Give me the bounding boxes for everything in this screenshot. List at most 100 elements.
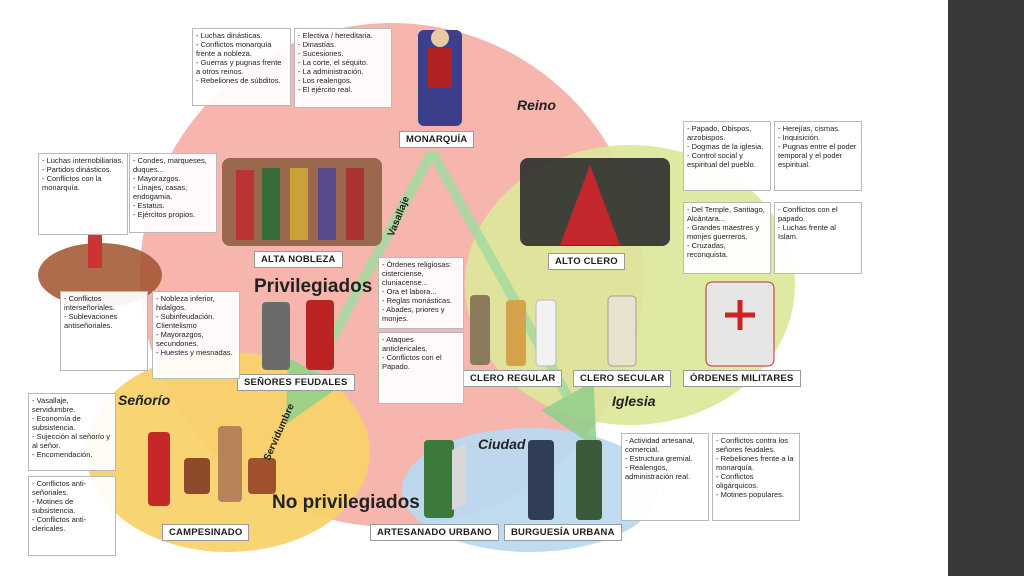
info-box-ciudad-traits: - Actividad artesanal, comercial.- Estru… xyxy=(621,433,709,521)
privilegiados-heading: Privilegiados xyxy=(254,276,373,297)
group-label-clero-secular: CLERO SECULAR xyxy=(573,370,672,387)
info-line: - Conflictos con el papado. xyxy=(778,205,838,223)
info-line: - Subinfeudación. xyxy=(156,312,215,321)
no-privilegiados-heading: No privilegiados xyxy=(272,492,420,513)
info-line: - Abades, priores y monjes. xyxy=(382,305,445,323)
info-box-monarquia-conflicts: - Luchas dinásticas.- Conflictos monarqu… xyxy=(192,28,291,106)
region-senorio-label: Señorío xyxy=(118,392,171,408)
info-line: - Dogmas de la iglesia. xyxy=(687,142,764,151)
region-reino-label: Reino xyxy=(517,97,556,113)
info-box-ordenes-traits: - Del Temple, Santiago, Alcántara...- Gr… xyxy=(683,202,771,274)
info-line: - Conflictos oligárquicos. xyxy=(716,472,759,490)
peasant-figures xyxy=(148,426,276,506)
clergy-figures xyxy=(520,158,670,246)
military-orders-figures xyxy=(705,281,775,367)
info-line: - Conflictos con la monarquía. xyxy=(42,174,102,192)
info-line: - Herejías, cismas. xyxy=(778,124,841,133)
group-label-alta-nobleza: ALTA NOBLEZA xyxy=(254,251,343,268)
info-line: - La administración. xyxy=(298,67,364,76)
artisan-figure xyxy=(424,440,466,518)
info-line: - Economía de subsistencia. xyxy=(32,414,81,432)
info-line: - Conflictos contra los señores feudales… xyxy=(716,436,789,454)
info-line: - Mayorazgos, secundones. xyxy=(156,330,204,348)
feudal-lords-figures xyxy=(262,300,334,370)
info-line: - Partidos dinásticos. xyxy=(42,165,112,174)
info-line: - Sujección al señorío y al señor. xyxy=(32,432,110,450)
group-label-burguesia-urbana: BURGUESÍA URBANA xyxy=(504,524,622,541)
info-box-campesinado-traits: - Vasallaje, servidumbre.- Economía de s… xyxy=(28,393,116,471)
info-line: - Rebeliones frente a la monarquía. xyxy=(716,454,794,472)
group-label-alto-clero: ALTO CLERO xyxy=(548,253,625,270)
info-line: - Sucesiones. xyxy=(298,49,344,58)
info-line: - Huestes y mesnadas. xyxy=(156,348,233,357)
nobility-figures xyxy=(222,158,382,246)
info-line: - Realengos, administración real. xyxy=(625,463,691,481)
info-box-ordenes-conflicts: - Conflictos con el papado.- Luchas fren… xyxy=(774,202,862,274)
info-line: - La corte, el séquito. xyxy=(298,58,369,67)
info-line: - Órdenes religiosas: cisterciense, clun… xyxy=(382,260,452,287)
info-line: - Luchas frente al Islam. xyxy=(778,223,836,241)
info-line: - Ejércitos propios. xyxy=(133,210,196,219)
info-line: - Conflictos interseñoriales. xyxy=(64,294,115,312)
info-line: - Sublevaciones antiseñoriales. xyxy=(64,312,118,330)
info-line: - Nobleza inferior, hidalgos. xyxy=(156,294,215,312)
info-box-campesinado-conflicts: - Conflictos anti-señoriales.- Motines d… xyxy=(28,476,116,556)
info-box-regular-conflicts: - Ataques anticlericales.- Conflictos co… xyxy=(378,332,464,404)
info-line: - Luchas dinásticas. xyxy=(196,31,263,40)
info-line: - Cruzadas, reconquista. xyxy=(687,241,728,259)
info-line: - Ora et labora... xyxy=(382,287,437,296)
info-line: - Ataques anticlericales. xyxy=(382,335,428,353)
info-line: - Mayorazgos. xyxy=(133,174,181,183)
info-line: - Conflictos con el Papado. xyxy=(382,353,442,371)
info-line: - El ejército real. xyxy=(298,85,353,94)
group-label-campesinado: CAMPESINADO xyxy=(162,524,250,541)
info-line: Clientelismo xyxy=(156,321,197,330)
info-line: - Guerras y pugnas frente a otros reinos… xyxy=(196,58,282,76)
group-label-ordenes-militares: ÓRDENES MILITARES xyxy=(683,370,801,387)
regular-clergy-figures xyxy=(470,295,557,367)
info-line: - Inquisición. xyxy=(778,133,821,142)
group-label-senores-feudales: SEÑORES FEUDALES xyxy=(237,374,355,391)
info-line: - Papado, Obispos, arzobispos. xyxy=(687,124,752,142)
info-line: - Control social y espiritual del pueblo… xyxy=(687,151,756,169)
info-box-clero-conflicts: - Herejías, cismas.- Inquisición.- Pugna… xyxy=(774,121,862,191)
bourgeoisie-figures xyxy=(528,440,602,520)
info-box-monarquia-traits: - Electiva / hereditaria.- Dinastías.- S… xyxy=(294,28,392,108)
info-line: - Conflictos monarquía frente a nobleza. xyxy=(196,40,272,58)
info-line: - Electiva / hereditaria. xyxy=(298,31,373,40)
monarch-figure xyxy=(418,29,462,126)
info-line: - Estatus. xyxy=(133,201,165,210)
info-line: - Los realengos. xyxy=(298,76,352,85)
secular-clergy-figure xyxy=(607,295,637,367)
info-line: - Motines de subsistencia. xyxy=(32,497,76,515)
info-box-senores-conflicts: - Conflictos interseñoriales.- Sublevaci… xyxy=(60,291,148,371)
info-line: - Rebeliones de súbditos. xyxy=(196,76,281,85)
group-label-monarquia: MONARQUÍA xyxy=(399,131,475,148)
info-line: - Dinastías. xyxy=(298,40,336,49)
info-line: - Del Temple, Santiago, Alcántara... xyxy=(687,205,765,223)
info-box-senores-traits: - Nobleza inferior, hidalgos.- Subinfeud… xyxy=(152,291,240,379)
info-line: - Estructura gremial. xyxy=(625,454,693,463)
info-line: - Reglas monásticas. xyxy=(382,296,453,305)
group-label-clero-regular: CLERO REGULAR xyxy=(463,370,563,387)
slide-sidebar xyxy=(948,0,1024,576)
info-line: - Vasallaje, servidumbre. xyxy=(32,396,76,414)
info-box-ciudad-conflicts: - Conflictos contra los señores feudales… xyxy=(712,433,800,521)
info-line: - Linajes, casas, endogamia. xyxy=(133,183,188,201)
info-line: - Conflictos anti-señoriales. xyxy=(32,479,87,497)
info-line: - Motines populares. xyxy=(716,490,784,499)
region-ciudad-label: Ciudad xyxy=(478,436,526,452)
info-line: - Grandes maestres y monjes guerreros. xyxy=(687,223,760,241)
region-iglesia-label: Iglesia xyxy=(612,393,656,409)
info-line: - Encomendación. xyxy=(32,450,93,459)
info-box-regular-traits: - Órdenes religiosas: cisterciense, clun… xyxy=(378,257,464,329)
info-line: - Conflictos anti-clericales. xyxy=(32,515,87,533)
info-line: - Pugnas entre el poder temporal y el po… xyxy=(778,142,857,169)
group-label-artesanado-urbano: ARTESANADO URBANO xyxy=(370,524,499,541)
info-line: - Condes, marqueses, duques... xyxy=(133,156,207,174)
info-box-clero-traits: - Papado, Obispos, arzobispos.- Dogmas d… xyxy=(683,121,771,191)
info-line: - Luchas internobiliarias. xyxy=(42,156,124,165)
info-box-nobleza-traits: - Condes, marqueses, duques...- Mayorazg… xyxy=(129,153,217,233)
